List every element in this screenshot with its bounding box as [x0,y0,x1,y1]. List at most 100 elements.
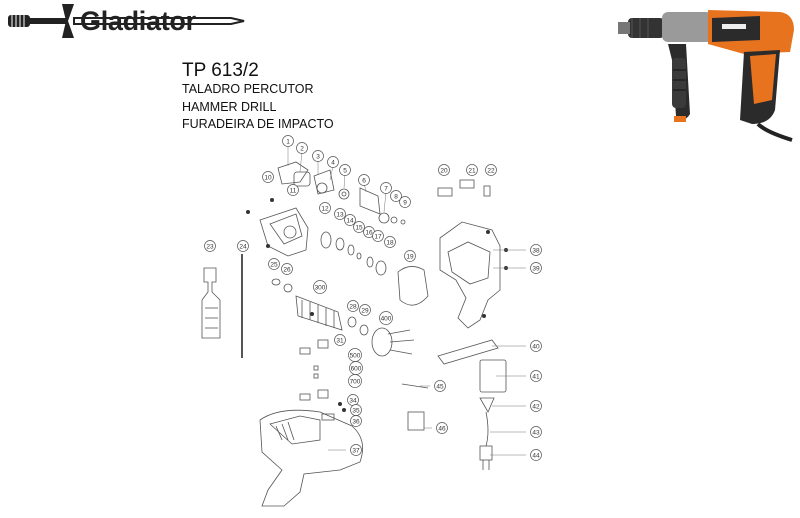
callout-14: 14 [344,214,356,226]
callout-13: 13 [334,208,346,220]
callout-42: 42 [530,400,542,412]
callout-31: 31 [334,334,346,346]
callout-label: 23 [206,243,214,250]
gladiator-sword-icon [8,4,245,38]
callout-label: 8 [394,193,398,200]
callout-label: 34 [349,397,357,404]
callout-600: 600 [349,361,363,375]
callout-label: 13 [336,211,344,218]
brand-logo: Gladiator [6,2,246,42]
callout-label: 700 [350,378,361,385]
callout-label: 16 [365,229,373,236]
callout-label: 11 [290,187,297,194]
callout-700: 700 [348,374,362,388]
product-name-pt: FURADEIRA DE IMPACTO [182,117,334,131]
callout-45: 45 [434,380,446,392]
callout-35: 35 [350,404,362,416]
callout-2: 2 [296,142,308,154]
callout-36: 36 [350,415,362,427]
callout-41: 41 [530,370,542,382]
callout-34: 34 [347,394,359,406]
callout-label: 9 [403,199,407,206]
callout-11: 11 [287,184,299,196]
callout-19: 19 [404,250,416,262]
brand-name: Gladiator [80,6,196,36]
callout-20: 20 [438,164,450,176]
callout-17: 17 [372,230,384,242]
callout-label: 12 [321,205,329,212]
callout-label: 40 [532,343,540,350]
callout-label: 300 [315,284,326,291]
callout-9: 9 [399,196,411,208]
callout-1: 1 [282,135,294,147]
callout-24: 24 [237,240,249,252]
callout-5: 5 [339,164,351,176]
callout-40: 40 [530,340,542,352]
callout-label: 7 [384,185,388,192]
callout-label: 1 [286,138,290,145]
callout-44: 44 [530,449,542,461]
product-name-en: HAMMER DRILL [182,100,277,114]
callout-label: 36 [352,418,360,425]
callout-label: 20 [440,167,448,174]
callout-500: 500 [348,348,362,362]
callout-label: 44 [532,452,540,459]
callout-label: 10 [264,174,272,181]
callout-46: 46 [436,422,448,434]
callout-label: 42 [532,403,540,410]
callout-label: 17 [374,233,382,240]
callout-label: 22 [487,167,495,174]
callout-26: 26 [281,263,293,275]
callout-43: 43 [530,426,542,438]
screws [246,198,508,412]
product-name-es: TALADRO PERCUTOR [182,82,314,96]
callout-label: 38 [532,247,540,254]
callout-label: 26 [283,266,291,273]
diagram-parts [201,161,507,507]
callout-3: 3 [312,150,324,162]
callout-label: 39 [532,265,540,272]
callout-29: 29 [359,304,371,316]
callout-8: 8 [390,190,402,202]
callout-10: 10 [262,171,274,183]
callout-label: 600 [351,365,362,372]
callout-label: 500 [350,352,361,359]
callout-23: 23 [204,240,216,252]
callout-label: 35 [352,407,360,414]
callout-label: 45 [436,383,444,390]
callout-label: 28 [349,303,357,310]
callout-label: 24 [239,243,247,250]
callout-label: 2 [300,145,304,152]
callout-label: 14 [346,217,354,224]
callout-300: 300 [313,280,327,294]
callout-label: 31 [336,337,344,344]
callout-38: 38 [530,244,542,256]
callout-25: 25 [268,258,280,270]
callout-12: 12 [319,202,331,214]
callout-7: 7 [380,182,392,194]
callout-label: 25 [270,261,278,268]
callout-39: 39 [530,262,542,274]
callout-label: 43 [532,429,540,436]
callout-4: 4 [327,156,339,168]
callout-label: 6 [362,177,366,184]
callout-label: 41 [532,373,540,380]
callout-21: 21 [466,164,478,176]
callout-label: 18 [386,239,394,246]
callout-label: 37 [352,447,360,454]
callout-22: 22 [485,164,497,176]
callout-15: 15 [353,221,365,233]
callout-label: 19 [406,253,414,260]
callout-label: 29 [361,307,369,314]
callout-6: 6 [358,174,370,186]
callout-label: 5 [343,167,347,174]
callout-18: 18 [384,236,396,248]
leader-lines [287,146,526,456]
callout-label: 21 [468,167,476,174]
callout-label: 3 [316,153,320,160]
callout-400: 400 [379,311,393,325]
callout-label: 46 [438,425,446,432]
callout-28: 28 [347,300,359,312]
